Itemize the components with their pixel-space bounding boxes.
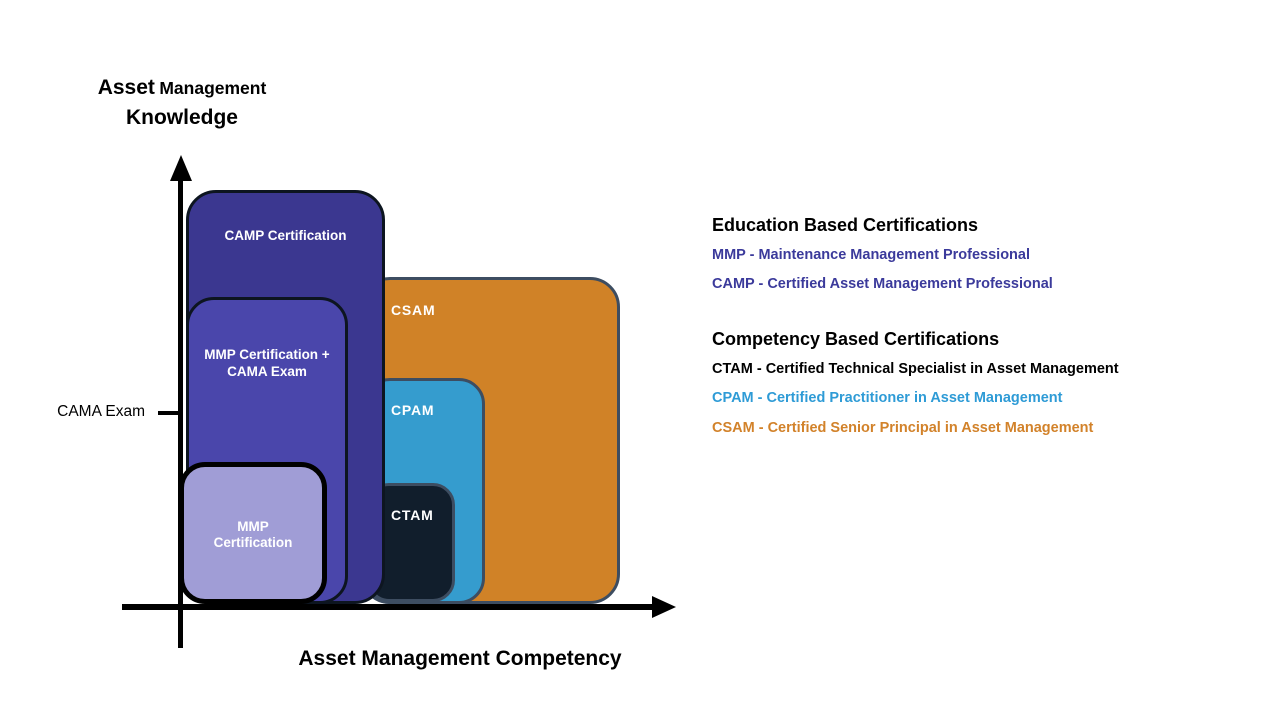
csam-box-label: CSAM <box>391 302 436 318</box>
legend-item-ctam: CTAM - Certified Technical Specialist in… <box>712 361 1119 377</box>
y-axis-title-line1: Asset Management <box>61 74 303 104</box>
x-axis-title: Asset Management Competency <box>298 647 622 670</box>
y-axis-title: Asset Management Knowledge <box>61 74 303 132</box>
y-axis-arrow-icon <box>170 155 192 181</box>
legend-education-heading: Education Based Certifications <box>712 215 979 235</box>
y-axis-title-line2: Knowledge <box>125 106 238 129</box>
x-axis-line <box>122 604 654 610</box>
cama-exam-tick <box>158 411 182 415</box>
cpam-box-label: CPAM <box>391 402 435 418</box>
legend-item-mmp: MMP - Maintenance Management Professiona… <box>712 246 1030 263</box>
x-axis-arrow-icon <box>652 596 676 618</box>
legend-competency-heading: Competency Based Certifications <box>712 329 1000 350</box>
mmp-cama-box-label: MMP Certification + CAMA Exam <box>204 347 330 379</box>
legend-competency-section: Competency Based Certifications CTAM - C… <box>712 329 1212 437</box>
y-axis-title-word-asset: Asset <box>97 76 155 99</box>
legend-item-csam: CSAM - Certified Senior Principal in Ass… <box>712 419 1094 436</box>
legend: Education Based Certifications MMP - Mai… <box>712 215 1212 449</box>
mmp-box-label: MMP Certification <box>213 519 293 550</box>
legend-item-camp: CAMP - Certified Asset Management Profes… <box>712 276 1053 292</box>
ctam-box-label: CTAM <box>391 507 434 523</box>
legend-education-section: Education Based Certifications MMP - Mai… <box>712 215 1212 293</box>
y-axis-title-word-management: Management <box>159 78 267 98</box>
camp-box-label: CAMP Certification <box>224 228 347 243</box>
legend-item-cpam: CPAM - Certified Practitioner in Asset M… <box>712 390 1063 407</box>
cama-exam-label: CAMA Exam <box>57 403 145 420</box>
mmp-box: MMP Certification <box>179 462 327 604</box>
